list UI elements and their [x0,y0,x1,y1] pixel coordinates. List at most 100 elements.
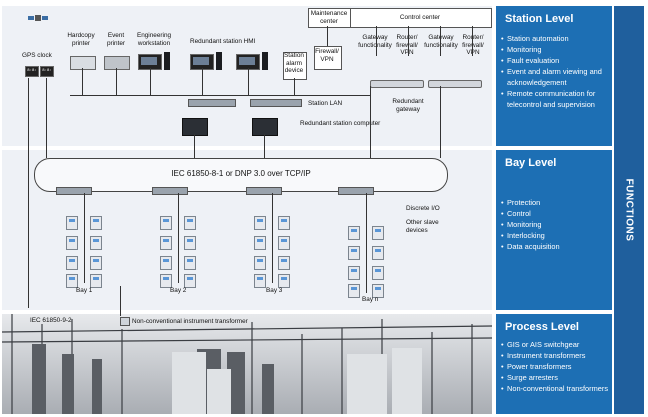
gps-sync-line [28,78,29,308]
process-level-panel: Process Level GIS or AIS switchgear Inst… [496,314,612,414]
alarm-device-label: Station alarm device [284,52,304,74]
process-item: GIS or AIS switchgear [501,339,612,350]
station-level-panel: Station Level Station automation Monitor… [496,6,612,146]
control-center-label: Control center [399,14,441,21]
engineering-workstation-label: Engineering workstation [136,32,172,47]
station-computer-icon [252,118,278,136]
ied-device [90,274,102,288]
ied-device [184,256,196,270]
station-level-title: Station Level [505,13,574,25]
gateway1-label: Gateway functionality [358,34,392,49]
ied-device [184,216,196,230]
bay-link [366,193,367,293]
station-link [408,26,409,56]
ied-device [372,226,384,240]
bay-label: Bay 3 [266,287,283,294]
bay-item: Data acquisition [501,241,612,252]
bay-switch [246,187,282,195]
hardcopy-printer-icon [70,56,96,70]
station-link [294,78,295,95]
router1-label: Router/ firewall/ VPN [396,34,418,56]
ied-device [372,284,384,298]
ied-device [66,216,78,230]
ied-device [254,274,266,288]
station-item: Remote communication for telecontrol and… [501,88,612,110]
redundant-computer-label: Redundant station computer [300,120,381,127]
maintenance-center-label: Maintenance center [310,10,348,25]
process-level-band [2,314,492,414]
process-item: Instrument transformers [501,350,612,361]
station-link [150,68,151,95]
computer-bus-link [264,134,265,158]
nc-transformer-label: Non-conventional instrument transformer [132,318,248,325]
ied-device [348,246,360,260]
ied-device [348,266,360,280]
ied-device [254,216,266,230]
station-link [82,68,83,95]
station-link [327,26,328,46]
bay-switch [338,187,374,195]
process-bus-link [120,286,121,316]
computer-bus-link [194,134,195,158]
station-link [370,86,371,96]
redundant-gateway-label: Redundant gateway [392,98,424,113]
station-bus-ring: IEC 61850-8-1 or DNP 3.0 over TCP/IP [34,158,448,192]
ied-device [254,236,266,250]
router2-label: Router/ firewall/ VPN [462,34,484,56]
station-link [376,26,377,56]
station-item: Event and alarm viewing and acknowledgem… [501,66,612,88]
ied-device [254,256,266,270]
ied-device [160,256,172,270]
bay-link [84,193,85,283]
nc-transformer-icon [120,317,130,326]
ied-device [66,256,78,270]
workstation-monitor-icon [138,54,162,70]
station-item: Station automation [501,33,612,44]
ied-device [372,246,384,260]
gps-clock-label: GPS clock [22,52,52,59]
station-link [472,26,473,56]
ied-device [278,236,290,250]
gateway2-device [428,80,482,88]
event-printer-label: Event printer [106,32,126,47]
bay-switch [56,187,92,195]
control-center-box [350,8,492,28]
ied-device [160,274,172,288]
ied-device [348,284,360,298]
alarm-device-box [283,52,307,80]
process-item: Non-conventional transformers [501,383,612,394]
other-slave-label: Other slave devices [406,219,439,234]
bay-label: Bay 1 [76,287,93,294]
hardcopy-printer-label: Hardcopy printer [67,32,95,47]
station-computer-icon [182,118,208,136]
gateway-bus-link [370,96,371,158]
ied-device [90,236,102,250]
station-item: Fault evaluation [501,55,612,66]
gateway2-label: Gateway functionality [424,34,458,49]
satellite-icon [28,15,48,21]
ied-device [66,274,78,288]
bay-level-panel: Bay Level Protection Control Monitoring … [496,150,612,310]
bay-item: Monitoring [501,219,612,230]
ied-device [278,216,290,230]
ied-device [278,274,290,288]
discrete-io-label: Discrete I/O [406,205,440,212]
station-link [248,68,249,95]
bus-protocol-label: IEC 61850-8-1 or DNP 3.0 over TCP/IP [171,169,311,178]
ied-device [90,256,102,270]
station-item: Monitoring [501,44,612,55]
ied-device [278,256,290,270]
bay-level-title: Bay Level [505,157,557,169]
gps-clock-device: 8:8: [25,66,39,77]
lan-switch [188,99,236,107]
process-level-title: Process Level [505,321,579,333]
gateway-bus-link [440,86,441,158]
station-lan-label: Station LAN [308,100,343,107]
hmi-tower-icon [216,52,222,70]
firewall-vpn-box [314,46,342,70]
iec-9-2-label: IEC 61850-9-2 [30,317,72,324]
station-link [440,26,441,56]
bay-switch [152,187,188,195]
gateway1-device [370,80,424,88]
